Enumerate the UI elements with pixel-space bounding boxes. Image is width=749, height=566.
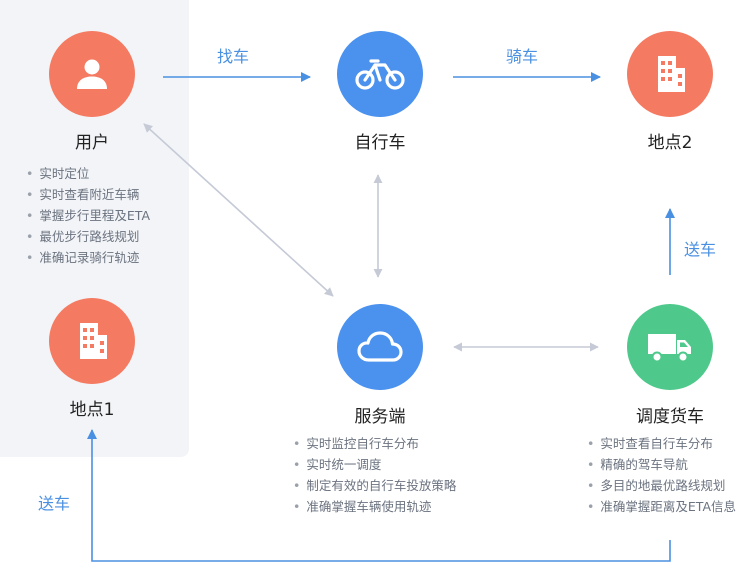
- location1-label: 地点1: [69, 400, 115, 420]
- bike-label: 自行车: [354, 133, 406, 153]
- list-item: 多目的地最优路线规划: [587, 475, 736, 496]
- bike-node: [337, 31, 423, 117]
- location2-node: [627, 31, 713, 117]
- building-icon: [658, 56, 685, 92]
- bicycle-icon: [355, 59, 405, 90]
- truck-label: 调度货车: [636, 407, 704, 427]
- building-icon: [80, 323, 107, 359]
- list-item: 实时查看附近车辆: [26, 184, 150, 205]
- list-item: 准确掌握车辆使用轨迹: [293, 496, 456, 517]
- list-item: 掌握步行里程及ETA: [26, 205, 150, 226]
- deliver-up-label: 送车: [684, 240, 717, 259]
- list-item: 精确的驾车导航: [587, 454, 736, 475]
- deliver-bottom-arrow: [87, 429, 671, 562]
- user-feature-list: 实时定位 实时查看附近车辆 掌握步行里程及ETA 最优步行路线规划 准确记录骑行…: [26, 163, 150, 268]
- server-node: [337, 304, 423, 390]
- user-server-link: [143, 123, 334, 297]
- location1-node: [49, 298, 135, 384]
- user-icon: [77, 59, 107, 89]
- truck-node: [627, 304, 713, 390]
- list-item: 实时监控自行车分布: [293, 433, 456, 454]
- truck-feature-list: 实时查看自行车分布 精确的驾车导航 多目的地最优路线规划 准确掌握距离及ETA信…: [587, 433, 736, 517]
- truck-icon: [648, 334, 691, 363]
- list-item: 准确记录骑行轨迹: [26, 247, 150, 268]
- find-bike-label: 找车: [217, 47, 250, 66]
- location2-label: 地点2: [647, 133, 693, 153]
- user-label: 用户: [75, 133, 109, 153]
- list-item: 实时查看自行车分布: [587, 433, 736, 454]
- server-feature-list: 实时监控自行车分布 实时统一调度 制定有效的自行车投放策略 准确掌握车辆使用轨迹: [293, 433, 456, 517]
- ride-bike-label: 骑车: [506, 47, 539, 66]
- cloud-icon: [357, 331, 403, 362]
- list-item: 制定有效的自行车投放策略: [293, 475, 456, 496]
- list-item: 准确掌握距离及ETA信息: [587, 496, 736, 517]
- list-item: 最优步行路线规划: [26, 226, 150, 247]
- list-item: 实时统一调度: [293, 454, 456, 475]
- deliver-bottom-label: 送车: [38, 494, 71, 513]
- list-item: 实时定位: [26, 163, 150, 184]
- server-label: 服务端: [354, 407, 406, 427]
- user-node: [49, 31, 135, 117]
